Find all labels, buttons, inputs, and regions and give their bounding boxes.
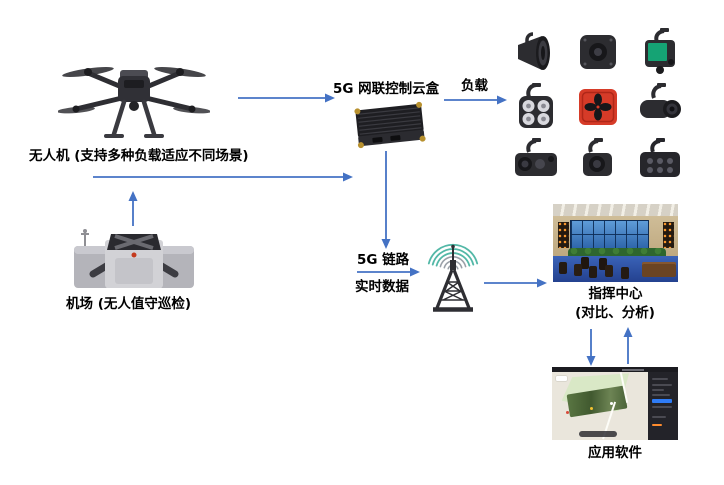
cc-status-panel-right [663, 222, 674, 248]
payload-speaker-icon [518, 32, 550, 71]
cc-chairs [559, 262, 567, 274]
cc-plants [568, 248, 666, 257]
command-center-label-line2: (对比、分析) [575, 305, 655, 321]
app-top-bar-text [622, 368, 644, 371]
app-software-screenshot [552, 367, 678, 440]
app-sidebar-button [652, 399, 672, 403]
link-label-line1: 5G 链路 [357, 252, 410, 268]
payload-item [568, 135, 628, 188]
app-top-bar [552, 367, 678, 372]
payload-item [630, 81, 690, 134]
cc-video-wall [570, 220, 649, 251]
app-map-area [552, 372, 648, 440]
app-toolbar [578, 431, 618, 437]
app-sidebar-highlight [652, 424, 662, 426]
payload-gimbal-camera-icon [583, 137, 612, 176]
payload-label: 负载 [461, 78, 488, 94]
cloudbox-label: 5G 网联控制云盒 [333, 81, 440, 97]
dock-image [73, 226, 195, 294]
payload-multi-sensor-icon [640, 137, 680, 177]
command-center-label-line1: 指挥中心 [588, 286, 643, 302]
cell-tower-icon [427, 243, 479, 312]
app-sidebar-panel [648, 372, 678, 440]
payload-zoom-camera-icon [640, 82, 681, 118]
payload-item [506, 135, 566, 188]
drone-icon [57, 66, 211, 138]
payload-thermal-camera-icon [515, 137, 557, 176]
app-map-marker [609, 401, 613, 405]
app-software-label: 应用软件 [588, 445, 642, 461]
cc-status-panel-left [558, 222, 569, 248]
payload-spotlight-icon [519, 82, 553, 128]
payload-green-screen-detector-icon [645, 28, 675, 75]
link-label-line2: 实时数据 [355, 279, 409, 295]
drone-dock-icon [74, 229, 194, 288]
payload-item [506, 81, 566, 134]
app-map-marker [566, 411, 570, 415]
payload-grid [506, 26, 690, 188]
cc-desk [642, 262, 676, 277]
cc-ceiling [553, 204, 678, 216]
app-map-marker [590, 407, 594, 411]
payload-item [568, 26, 628, 79]
payload-parachute-icon [579, 88, 617, 125]
uav-label: 无人机 (支持多种负载适应不同场景) [29, 148, 249, 164]
cell-tower [421, 230, 485, 312]
dock-label: 机场 (无人值守巡检) [66, 296, 192, 312]
5g-control-box-icon [354, 101, 426, 149]
payload-camera-module-icon [580, 35, 616, 70]
drone-image [57, 52, 211, 150]
payload-item [506, 26, 566, 79]
command-center-photo [553, 204, 678, 282]
payload-item [630, 26, 690, 79]
payload-item [568, 81, 628, 134]
cloudbox-image [351, 99, 429, 151]
app-zoom-control [555, 376, 567, 382]
payload-item [630, 135, 690, 188]
